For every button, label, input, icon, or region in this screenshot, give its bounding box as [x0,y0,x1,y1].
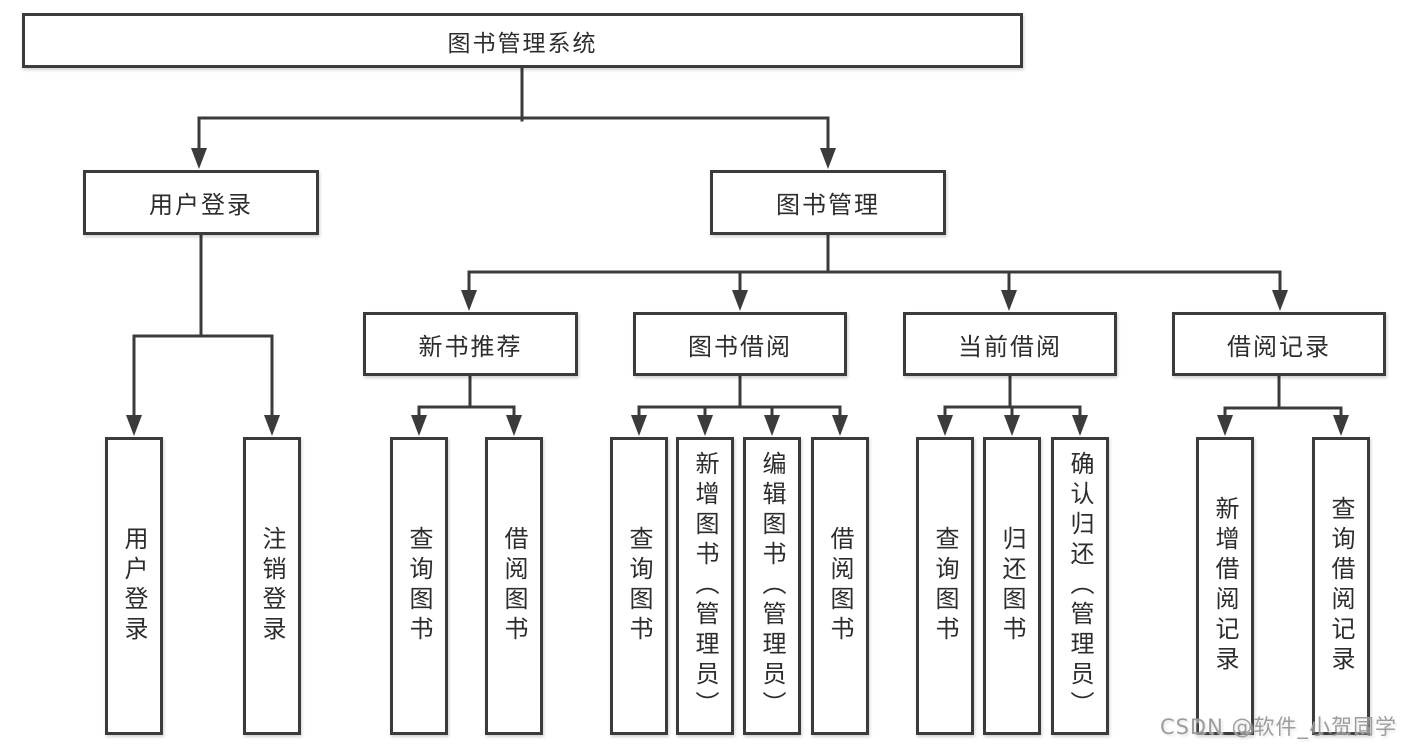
node-book-borrowing-label: 图书借阅 [688,332,792,361]
node-borrowing-records: 借阅记录 [1172,312,1386,376]
leaf-user-login: 用户登录 [105,437,163,735]
leaf-nbr-borrow-books: 借阅图书 [485,437,543,735]
leaf-logout: 注销登录 [243,437,301,735]
connector-book-borrowing [637,374,842,421]
node-user-login-label: 用户登录 [149,191,253,219]
node-book-management: 图书管理 [710,170,946,235]
leaf-cb-return-books-label: 归还图书 [998,526,1026,646]
leaf-br-add-borrow-record: 新增借阅记录 [1196,437,1254,735]
connector-current-borrowing [943,374,1082,421]
leaf-bb-edit-books-admin: 编辑图书（管理员） [743,437,801,735]
leaf-bb-borrow-books: 借阅图书 [811,437,869,735]
leaf-nbr-query-books-label: 查询图书 [405,526,433,646]
leaf-bb-query-books: 查询图书 [610,437,668,735]
node-user-login: 用户登录 [83,170,319,235]
node-current-borrowing-label: 当前借阅 [958,332,1062,361]
leaf-logout-label: 注销登录 [258,526,286,646]
leaf-cb-query-books-label: 查询图书 [931,526,959,646]
connector-book-management [467,233,1282,296]
node-book-management-label: 图书管理 [776,191,880,219]
leaf-user-login-label: 用户登录 [120,526,148,646]
leaf-cb-confirm-return-admin-label: 确认归还（管理员） [1066,451,1094,721]
node-current-borrowing: 当前借阅 [903,312,1117,376]
leaf-bb-borrow-books-label: 借阅图书 [826,526,854,646]
connector-user-login [132,233,274,421]
node-borrowing-records-label: 借阅记录 [1227,332,1331,361]
node-library-system: 图书管理系统 [22,13,1023,68]
node-new-book-recommend-label: 新书推荐 [418,332,523,361]
watermark: CSDN @软件_小贺同学 [1159,715,1397,739]
leaf-nbr-query-books: 查询图书 [390,437,448,735]
node-new-book-recommend: 新书推荐 [363,312,578,376]
leaf-bb-query-books-label: 查询图书 [625,526,653,646]
leaf-cb-confirm-return-admin: 确认归还（管理员） [1051,437,1109,735]
connector-root [197,66,830,154]
leaf-cb-return-books: 归还图书 [983,437,1041,735]
leaf-bb-add-books-admin-label: 新增图书（管理员） [691,451,719,721]
leaf-br-add-borrow-record-label: 新增借阅记录 [1211,496,1239,676]
leaf-bb-add-books-admin: 新增图书（管理员） [676,437,734,735]
leaf-bb-edit-books-admin-label: 编辑图书（管理员） [758,451,786,721]
leaf-nbr-borrow-books-label: 借阅图书 [500,526,528,646]
leaf-br-query-borrow-record: 查询借阅记录 [1312,437,1370,735]
connector-borrowing-records [1223,374,1343,421]
connector-new-book-recommend [417,374,516,421]
leaf-cb-query-books: 查询图书 [916,437,974,735]
node-book-borrowing: 图书借阅 [633,312,847,376]
leaf-br-query-borrow-record-label: 查询借阅记录 [1327,496,1355,676]
node-library-system-label: 图书管理系统 [447,30,598,57]
